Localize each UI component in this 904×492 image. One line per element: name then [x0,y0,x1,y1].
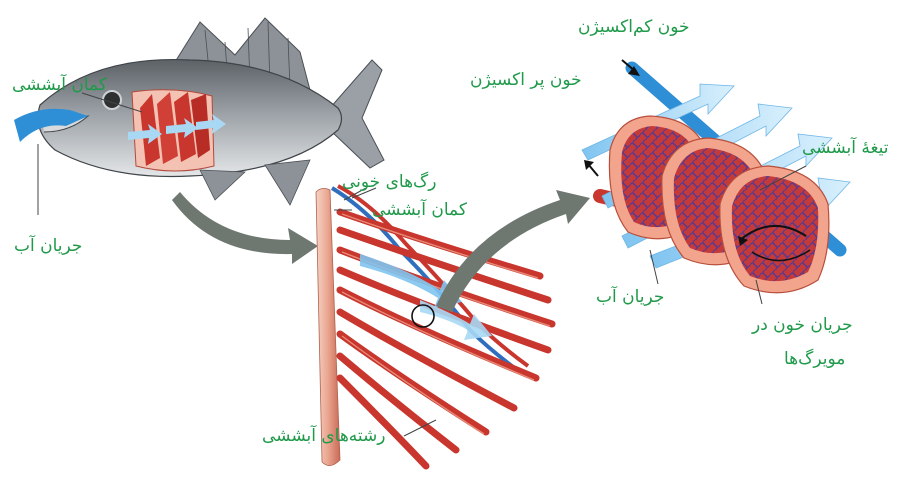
label-gill-filaments: رشته‌های آبششی [262,426,386,446]
label-blood-vessels: رگ‌های خونی [342,172,436,192]
label-gill-arch-fish: کمان آبششی [12,75,107,95]
label-high-oxygen-blood: خون پر اکسیژن [470,70,582,90]
label-capillaries: مویرگ‌ها [784,349,845,369]
zoom-arrow-1 [172,192,318,264]
label-gill-lamella: تیغهٔ آبششی [802,138,889,158]
label-capillary-blood-flow: جریان خون در [752,315,853,335]
label-low-oxygen-blood: خون کم‌اکسیژن [578,17,690,37]
label-water-flow-right: جریان آب [596,287,664,307]
fish-illustration [14,18,384,205]
label-gill-arch-middle: کمان آبششی [372,200,467,220]
label-water-flow-left: جریان آب [14,236,82,256]
gill-lamellae-detail [582,60,850,293]
